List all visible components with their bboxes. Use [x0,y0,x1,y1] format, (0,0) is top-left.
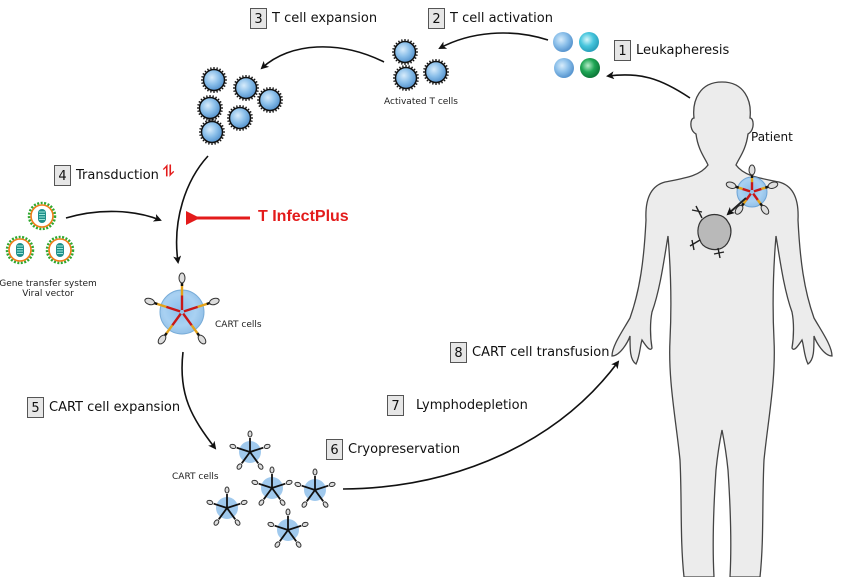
activated-t-cells-icon [197,39,449,145]
step-number-badge: 7 [387,395,404,416]
step-3-t-cell-expansion: 3 T cell expansion [250,8,377,29]
cart-cell-small-icon [251,466,293,506]
step-number-badge: 5 [27,397,44,418]
step-label: Leukapheresis [636,43,730,58]
step-number-badge: 2 [428,8,445,29]
step-label: T cell expansion [272,11,378,26]
step-8-cart-cell-transfusion: 8 CART cell transfusion [450,342,609,363]
t-cell-icon [423,59,449,85]
viral-vector-icon [5,201,75,265]
cart-cell-small-icon [294,468,336,508]
step-4-transduction: 4 Transduction [54,165,159,186]
tumor-cell-icon [697,213,732,251]
workflow-arrows [65,32,691,490]
step-7-lymphodepletion: 7 Lymphodepletion [387,395,528,416]
activated-t-cells-caption: Activated T cells [384,97,458,107]
step-label: Transduction [76,168,159,183]
arrow-expansion-to-transduction [173,155,209,264]
t-infectplus-label: T InfectPlus [258,208,349,225]
cart-cell-icon [144,272,220,345]
step-label: T cell activation [450,11,553,26]
arrow-leukapheresis-to-activation [438,32,549,49]
patient-cart-receptors-icon [725,164,779,215]
tumor-receptors-icon [689,205,725,259]
t-cell-icon [257,87,283,113]
viral-vector-line: Viral vector [22,289,74,299]
cart-cell-small-icon [206,486,248,526]
gene-transfer-caption: Gene transfer system Viral vector [0,279,98,299]
arrow-cryo-to-transfusion [342,360,620,490]
step-number-badge: 6 [326,439,343,460]
step-number-badge: 3 [250,8,267,29]
expanded-cart-cells-icon [206,430,336,548]
viral-particle-icon [5,235,35,265]
step-6-cryopreservation: 6 Cryopreservation [326,439,460,460]
arrow-activation-to-expansion [260,46,385,70]
t-cell-icon [201,67,227,93]
cart-cell-small-icon [229,430,271,470]
t-cell-icon [233,75,259,101]
arrow-patient-to-leukapheresis [606,71,691,99]
step-2-t-cell-activation: 2 T cell activation [428,8,553,29]
transduction-highlight-marker-icon: ⥮ [163,162,174,180]
step-label: Cryopreservation [348,442,461,457]
t-cell-icon [199,119,225,145]
t-cell-icon [197,95,223,121]
t-cell-icon [393,65,419,91]
step-number-badge: 8 [450,342,467,363]
arrow-cart-to-expansion [181,351,217,450]
t-cell-icon [227,105,253,131]
gene-transfer-line: Gene transfer system [0,279,97,289]
step-number-badge: 4 [54,165,71,186]
patient-label: Patient [751,130,793,144]
patient-body-figure [611,81,833,578]
leukapheresis-cells-icon [553,32,600,78]
t-cell-icon [392,39,418,65]
step-label: Lymphodepletion [416,398,528,413]
expanded-cart-cells-caption: CART cells [172,472,219,482]
arrow-vector-to-transduction [65,210,162,222]
step-label: CART cell expansion [49,400,181,415]
cart-cells-caption: CART cells [215,320,262,330]
step-5-cart-cell-expansion: 5 CART cell expansion [27,397,180,418]
cart-cell-small-icon [267,508,309,548]
viral-particle-icon [45,235,75,265]
viral-particle-icon [27,201,57,231]
step-1-leukapheresis: 1 Leukapheresis [614,40,729,61]
step-number-badge: 1 [614,40,631,61]
step-label: CART cell transfusion [472,345,610,360]
